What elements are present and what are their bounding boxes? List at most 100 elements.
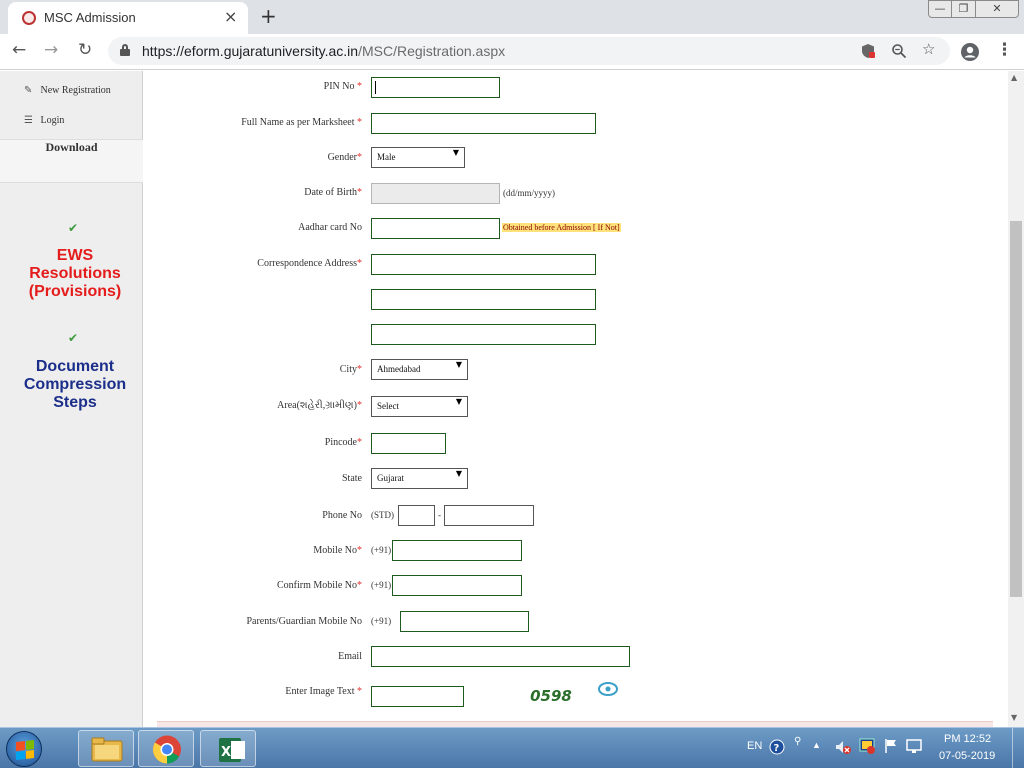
registration-page: ✎ New Registration ☰ Login Download ✔ EW…: [0, 71, 1008, 727]
back-icon[interactable]: ←: [12, 40, 27, 60]
bookmark-star-icon[interactable]: ☆: [922, 40, 936, 58]
area-select[interactable]: Select▼: [371, 396, 468, 417]
check-icon: ✔: [68, 331, 79, 345]
svg-text:?: ?: [774, 743, 780, 754]
pincode-label: Pincode*: [324, 437, 362, 448]
scroll-down-icon[interactable]: ▼: [1011, 713, 1018, 722]
dob-label: Date of Birth*: [304, 187, 362, 198]
email-label: Email: [338, 651, 362, 662]
phone-dash: -: [438, 510, 441, 520]
aadhar-label: Aadhar card No: [298, 222, 362, 233]
parent-mobile-input[interactable]: [400, 611, 529, 632]
chevron-down-icon: ▼: [455, 469, 462, 478]
confirm-mobile-label: Confirm Mobile No*: [277, 580, 362, 591]
city-label: City*: [339, 364, 362, 375]
scrollbar-thumb[interactable]: [1010, 221, 1022, 597]
address-line-1-input[interactable]: [371, 254, 596, 275]
clock-time[interactable]: PM 12:52: [944, 733, 992, 745]
gender-label: Gender*: [327, 152, 362, 163]
pin-label: PIN No *: [323, 81, 362, 92]
profile-avatar-icon[interactable]: [960, 42, 980, 62]
aadhar-input[interactable]: [371, 218, 500, 239]
reload-icon[interactable]: ↻: [78, 40, 93, 60]
email-input[interactable]: [371, 646, 630, 667]
check-icon: ✔: [68, 221, 79, 235]
maximize-window-button[interactable]: ❐: [951, 0, 976, 18]
address-label: Correspondence Address*: [257, 258, 362, 269]
sidebar-item-new-registration[interactable]: ✎ New Registration: [24, 85, 111, 96]
sidebar-download-header[interactable]: Download: [0, 139, 143, 183]
site-shield-icon[interactable]: [860, 43, 876, 59]
tray-options-icon[interactable]: ⚲: [794, 736, 802, 747]
browser-tab[interactable]: MSC Admission ×: [8, 2, 248, 34]
taskbar-explorer[interactable]: [78, 730, 134, 767]
ews-resolutions-link[interactable]: EWS Resolutions (Provisions): [0, 247, 150, 301]
address-bar[interactable]: https://eform.gujaratuniversity.ac.in/MS…: [108, 37, 950, 65]
left-sidebar: ✎ New Registration ☰ Login Download ✔ EW…: [0, 71, 143, 727]
state-label: State: [342, 473, 362, 484]
area-label: Area(શહેરી,ગ્રામીણ)*: [277, 400, 362, 411]
url-path: /MSC/Registration.aspx: [358, 43, 506, 59]
help-icon[interactable]: ?: [769, 739, 785, 755]
close-window-button[interactable]: ✕: [975, 0, 1019, 18]
dob-input[interactable]: [371, 183, 500, 204]
zoom-icon[interactable]: [891, 43, 907, 59]
lock-icon[interactable]: [120, 44, 130, 56]
taskbar-chrome[interactable]: [138, 730, 194, 767]
pincode-input[interactable]: [371, 433, 446, 454]
document-compression-link[interactable]: Document Compression Steps: [0, 358, 150, 412]
doc-line-1: Document: [35, 358, 115, 375]
site-favicon-icon: [22, 11, 36, 25]
forward-icon[interactable]: →: [44, 40, 59, 60]
show-hidden-icons-icon[interactable]: ▲: [812, 740, 821, 750]
display-icon[interactable]: [905, 738, 923, 754]
show-desktop-button[interactable]: [1012, 728, 1024, 769]
mobile-prefix: (+91): [371, 545, 392, 555]
phone-std-hint: (STD): [371, 510, 394, 520]
doc-line-2: Compression: [23, 376, 127, 393]
action-center-flag-icon[interactable]: [883, 738, 899, 754]
close-tab-icon[interactable]: ×: [224, 7, 238, 26]
address-line-2-input[interactable]: [371, 289, 596, 310]
mobile-label: Mobile No*: [313, 545, 362, 556]
minimize-window-button[interactable]: —: [928, 0, 952, 18]
language-indicator[interactable]: EN: [747, 740, 763, 752]
confirm-mobile-input[interactable]: [392, 575, 522, 596]
gender-select[interactable]: Male▼: [371, 147, 465, 168]
sidebar-item-login[interactable]: ☰ Login: [24, 115, 64, 126]
ews-line-1: EWS: [56, 247, 94, 264]
full-name-input[interactable]: [371, 113, 596, 134]
network-alert-icon[interactable]: [858, 737, 876, 755]
taskbar-excel[interactable]: X: [200, 730, 256, 767]
parent-mobile-label: Parents/Guardian Mobile No: [246, 616, 362, 627]
address-line-3-input[interactable]: [371, 324, 596, 345]
clock-date[interactable]: 07-05-2019: [939, 750, 996, 762]
phone-number-input[interactable]: [444, 505, 534, 526]
confirm-mobile-prefix: (+91): [371, 580, 392, 590]
sidebar-item-label: Login: [40, 115, 65, 126]
volume-muted-icon[interactable]: [834, 739, 852, 755]
browser-menu-icon[interactable]: ⋮: [996, 40, 1013, 60]
form-footer-panel: [157, 721, 993, 727]
url-text[interactable]: https://eform.gujaratuniversity.ac.in/MS…: [142, 43, 505, 59]
new-tab-button[interactable]: +: [260, 4, 277, 28]
city-select[interactable]: Ahmedabad▼: [371, 359, 468, 380]
parent-mobile-prefix: (+91): [371, 616, 392, 626]
chevron-down-icon: ▼: [455, 397, 462, 406]
windows-logo-icon: [16, 740, 34, 760]
start-button[interactable]: [6, 731, 42, 767]
mobile-input[interactable]: [392, 540, 522, 561]
page-scrollbar[interactable]: ▲ ▼: [1008, 71, 1024, 727]
excel-icon: X: [219, 738, 245, 762]
aadhar-note: Obtained before Admission [ If Not]: [502, 223, 621, 232]
phone-std-input[interactable]: [398, 505, 435, 526]
pin-input[interactable]: [371, 77, 500, 98]
list-icon: ☰: [24, 115, 33, 126]
state-select[interactable]: Gujarat▼: [371, 468, 468, 489]
refresh-captcha-icon[interactable]: [597, 681, 619, 697]
scroll-up-icon[interactable]: ▲: [1011, 73, 1018, 82]
edit-icon: ✎: [24, 85, 33, 96]
captcha-label: Enter Image Text *: [285, 686, 362, 697]
url-host: https://eform.gujaratuniversity.ac.in: [142, 43, 359, 59]
captcha-input[interactable]: [371, 686, 464, 707]
